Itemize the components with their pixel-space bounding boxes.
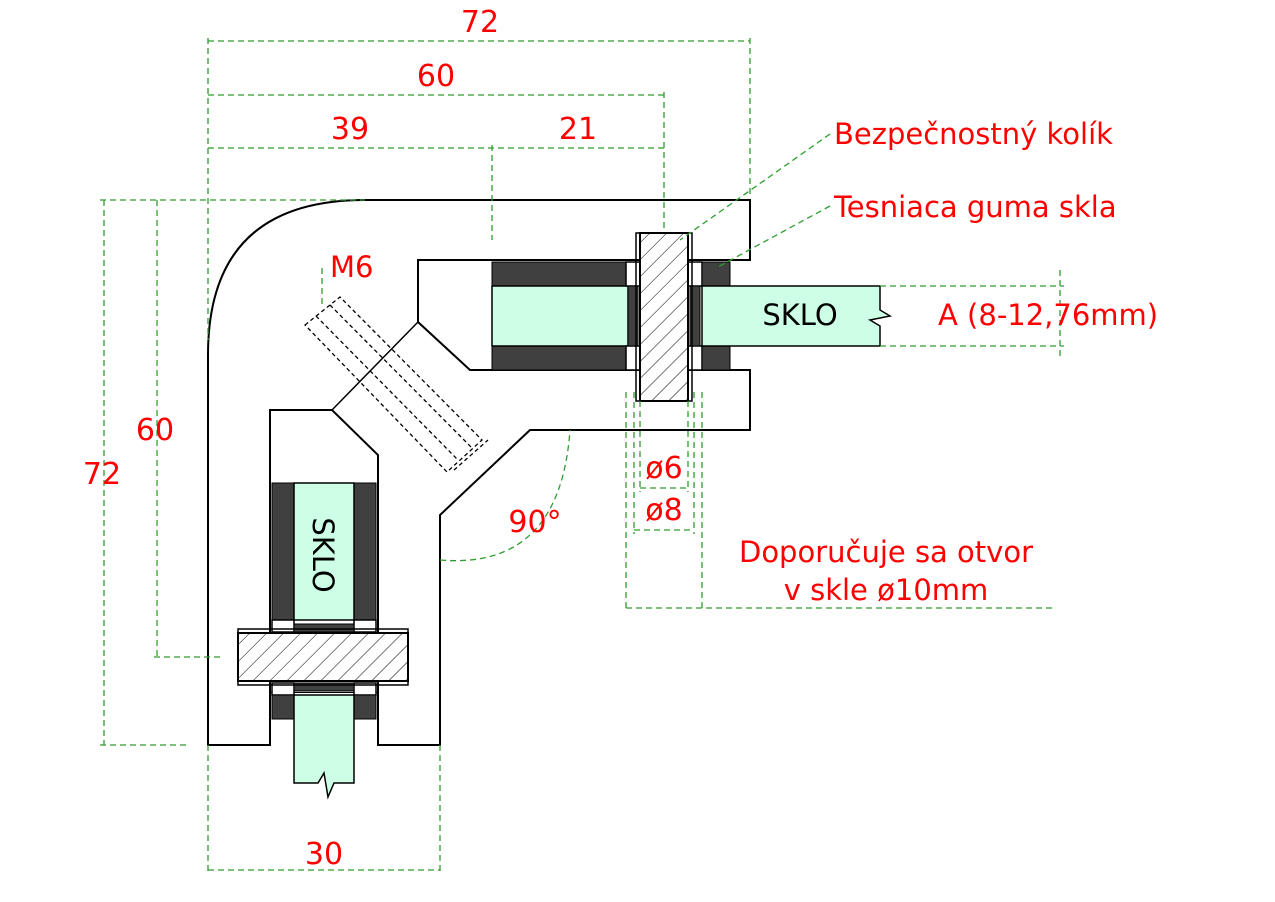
safety-pin-lower-outer [237,628,409,686]
dim-30: 30 [305,837,343,872]
vertical-washer-upper-left [271,619,295,633]
washer-lower-left [625,345,641,371]
leader-safety-pin [679,133,831,241]
label-glass-seal: Tesniaca guma skla [833,190,1117,224]
safety-pin-lower [237,632,409,682]
dim-72-top: 72 [461,5,499,40]
washer-upper-right [687,261,703,287]
vertical-gasket-core-top [293,623,355,633]
dim-angle: 90° [508,505,561,540]
label-safety-pin: Bezpečnostný kolík [834,117,1113,151]
label-m6: M6 [330,250,373,284]
glass-pane-horizontal [701,285,893,347]
glass-label-horizontal: SKLO [762,298,837,332]
m6-bolt [304,296,483,473]
dim-39: 39 [331,112,369,147]
lower-gasket-left [491,345,629,371]
label-hole-note-1: Doporučuje sa otvor [739,535,1033,569]
dim-21: 21 [559,112,597,147]
lower-gasket-right [701,345,731,371]
upper-gasket-right [701,261,731,287]
glass-label-vertical: SKLO [306,517,340,592]
safety-pin-outer [635,232,693,402]
upper-gasket-left [491,261,629,287]
dim-hole-8: ø8 [645,493,682,528]
dim-pin-6: ø6 [645,451,682,486]
vertical-gasket-left [271,482,295,621]
gasket-core-right [689,285,701,347]
vertical-gasket-bottom-right [353,694,377,720]
m6-bolt-core [315,315,459,461]
vertical-gasket-right [353,482,377,621]
diagonal-seam-inner [453,439,489,471]
m6-bolt-core-2 [329,304,473,449]
glass-pane-vertical-inner [293,482,355,621]
label-hole-note-2: v skle ø10mm [784,573,989,607]
vertical-washer-upper-right [353,619,377,633]
glass-pane-vertical [293,694,355,800]
washer-upper-left [625,261,641,287]
dim-72-left: 72 [83,457,121,492]
diagonal-seam [331,321,419,411]
glass-pane-horizontal-inner [491,285,629,347]
washer-lower-right [687,345,703,371]
vertical-gasket-bottom-left [271,694,295,720]
vertical-gasket-core-bottom [293,682,355,692]
gasket-core-left [627,285,639,347]
label-thickness: A (8-12,76mm) [938,298,1158,332]
safety-pin-body [639,232,689,402]
dim-60-top: 60 [417,59,455,94]
dim-60-left: 60 [136,413,174,448]
leader-glass-seal [715,205,831,269]
